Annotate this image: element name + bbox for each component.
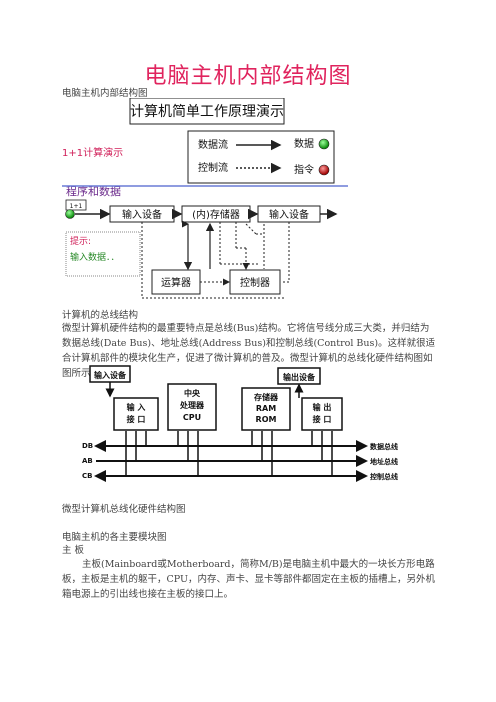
alu-box: [151, 269, 201, 295]
command-indicator-icon: [318, 164, 330, 176]
svg-text:输入数据．．: 输入数据．．: [70, 251, 120, 263]
svg-text:输 入: 输 入: [127, 402, 146, 412]
svg-text:数据总线: 数据总线: [370, 442, 398, 451]
svg-text:(内)存储器: (内)存储器: [192, 208, 240, 221]
output-port-box: [301, 397, 343, 431]
svg-text:控制器: 控制器: [240, 276, 270, 289]
svg-text:1+1: 1+1: [70, 203, 83, 210]
memory-box: [241, 387, 291, 431]
legend-controlflow-label: 控制流: [198, 161, 228, 174]
banner-text: 计算机简单工作原理演示: [130, 103, 284, 120]
svg-text:地址总线: 地址总线: [370, 457, 398, 466]
fig2-caption: 微型计算机总线化硬件结构图: [62, 504, 186, 515]
svg-text:存储器: 存储器: [253, 392, 279, 402]
prompt-box: [65, 231, 141, 277]
board-heading: 主 板: [62, 545, 85, 556]
svg-text:输入设备: 输入设备: [122, 208, 162, 221]
bus-heading: 计算机的总线结构: [62, 310, 139, 321]
svg-text:DB: DB: [82, 442, 93, 450]
svg-text:ROM: ROM: [256, 415, 277, 424]
svg-text:RAM: RAM: [256, 404, 276, 413]
legend-box: [187, 130, 335, 184]
working-principle-diagram: 计算机简单工作原理演示 1+1计算演示 数据流 控制流 数据 指令 程序和数据 …: [62, 98, 348, 299]
bus-paragraph: 微型计算机硬件结构的最重要特点是总线(Bus)结构。它将信号线分成三大类，并归结…: [62, 323, 436, 379]
input-port-box: [113, 397, 159, 431]
svg-text:输出设备: 输出设备: [283, 372, 316, 382]
legend-data-label: 数据: [294, 137, 314, 150]
svg-text:运算器: 运算器: [161, 276, 191, 289]
start-box: [65, 199, 87, 211]
cpu-box: [167, 383, 217, 431]
board-paragraph: 主板(Mainboard或Motherboard，简称M/B)是电脑主机中最大的…: [62, 559, 436, 600]
svg-text:处理器: 处理器: [179, 400, 205, 410]
bus-architecture-diagram: 输入设备 输 入 接 口 中央 处理器 CPU 存储器 RAM ROM 输出设备…: [82, 365, 398, 482]
banner-box: [129, 98, 285, 125]
legend-command-label: 指令: [294, 163, 314, 176]
svg-text:AB: AB: [82, 457, 93, 465]
page-title: 电脑主机内部结构图: [144, 64, 352, 89]
svg-text:输 出: 输 出: [313, 402, 332, 412]
svg-text:接 口: 接 口: [127, 414, 146, 424]
page-subtitle: 电脑主机内部结构图: [62, 88, 148, 99]
modules-heading: 电脑主机的各主要模块图: [62, 532, 167, 543]
svg-text:接 口: 接 口: [313, 414, 332, 424]
controller-box: [229, 269, 281, 295]
svg-text:中央: 中央: [184, 388, 201, 398]
demo-label: 1+1计算演示: [62, 146, 123, 159]
section-heading: 程序和数据: [66, 184, 121, 198]
data-indicator-icon: [318, 138, 330, 150]
legend-dataflow-label: 数据流: [198, 138, 228, 151]
green-light-icon: [65, 209, 75, 219]
svg-text:控制总线: 控制总线: [370, 472, 398, 481]
svg-text:CB: CB: [82, 472, 92, 480]
svg-text:输入设备: 输入设备: [94, 370, 127, 380]
svg-text:输入设备: 输入设备: [269, 208, 309, 221]
svg-text:提示:: 提示:: [70, 236, 91, 247]
svg-text:CPU: CPU: [183, 413, 201, 422]
